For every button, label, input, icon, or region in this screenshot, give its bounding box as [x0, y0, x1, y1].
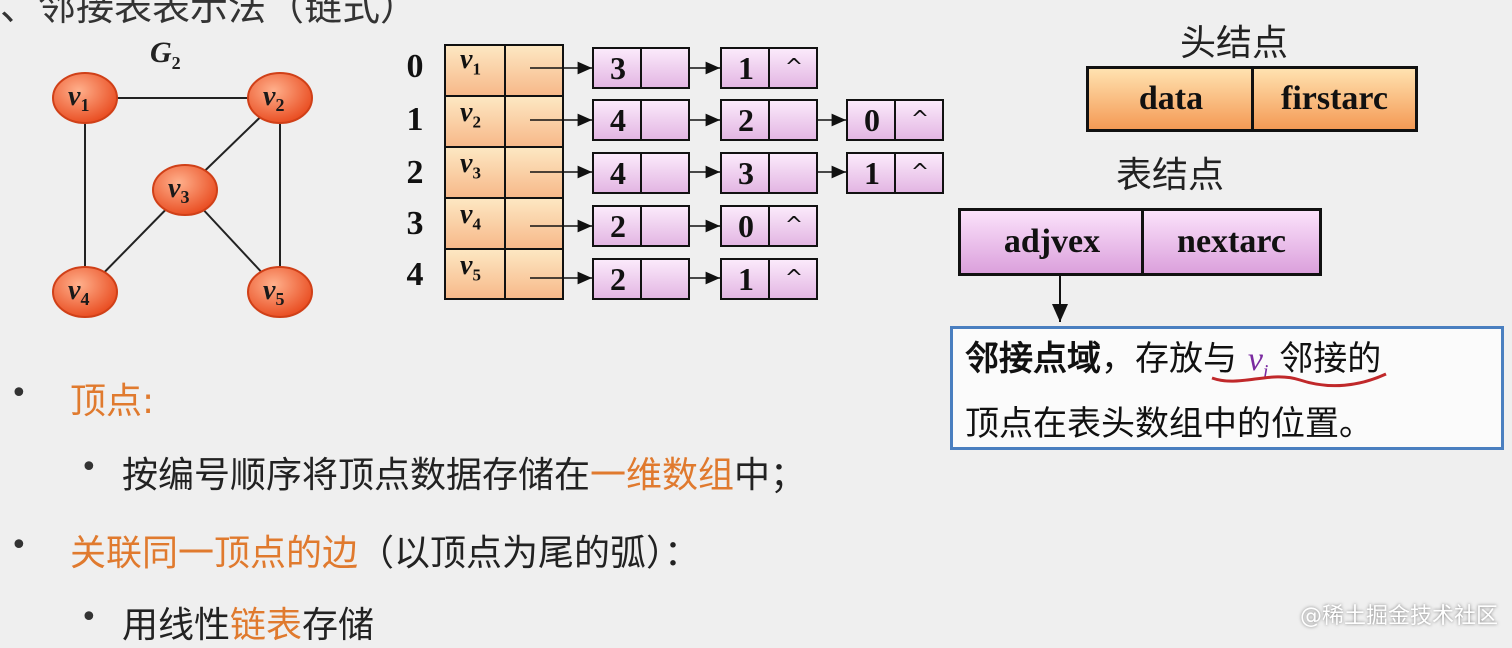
null-marker: ^	[784, 55, 804, 80]
bullet-dot: •	[10, 528, 28, 563]
firstarc-cell-3	[504, 197, 564, 250]
graph-node-v4: v4	[52, 266, 118, 318]
watermark: @稀土掘金技术社区	[1300, 604, 1499, 629]
vertex-label-4: v5	[460, 250, 481, 285]
index-1: 1	[406, 101, 424, 138]
bullet-1-label: 顶点:	[70, 381, 155, 422]
null-marker: ^	[784, 213, 804, 238]
graph-node-v3: v3	[152, 164, 218, 216]
graph-node-v5: v5	[247, 266, 313, 318]
graph-name: G2	[150, 36, 181, 73]
graph-g2: v1 v2 v3 v4 v5	[52, 72, 313, 318]
edge-node-2-0: 4	[592, 152, 690, 194]
bullet-1-detail: 按编号顺序将顶点数据存储在一维数组中；	[122, 455, 807, 496]
vertex-cell-3	[444, 197, 506, 250]
svg-text:v1: v1	[68, 81, 89, 115]
vertex-cell-4	[444, 248, 506, 300]
head-node-caption: 头结点	[1180, 23, 1289, 64]
edge-node-3-1: 0^	[720, 205, 818, 247]
index-3: 3	[406, 205, 424, 242]
edge-node-4-0: 2	[592, 258, 690, 300]
head-node-structure: data firstarc	[1086, 66, 1418, 132]
head-field-firstarc: firstarc	[1281, 80, 1388, 117]
svg-text:v4: v4	[68, 275, 89, 309]
bullet-2-label: 关联同一顶点的边（以顶点为尾的弧）：	[70, 533, 701, 574]
svg-text:v3: v3	[168, 173, 189, 207]
index-0: 0	[406, 48, 424, 85]
edge-node-1-0: 4	[592, 99, 690, 141]
edge-node-2-2: 1^	[846, 152, 944, 194]
null-marker: ^	[910, 160, 930, 185]
svg-text:v5: v5	[263, 275, 284, 309]
edge-node-1-1: 2	[720, 99, 818, 141]
vertex-label-3: v4	[460, 199, 481, 234]
graph-node-v1: v1	[52, 72, 118, 124]
bullet-dot: •	[80, 600, 98, 635]
firstarc-cell-0	[504, 44, 564, 97]
null-marker: ^	[784, 266, 804, 291]
edge-field-nextarc: nextarc	[1177, 223, 1286, 260]
bullet-2-detail: 用线性链表存储	[122, 605, 375, 646]
null-marker: ^	[910, 107, 930, 132]
edge-node-0-0: 3	[592, 47, 690, 89]
head-field-data: data	[1138, 80, 1204, 117]
svg-text:v2: v2	[263, 81, 284, 115]
bullet-dot: •	[10, 376, 28, 411]
vertex-label-0: v1	[460, 44, 481, 79]
edge-field-adjvex: adjvex	[1003, 223, 1101, 260]
index-2: 2	[406, 154, 424, 191]
index-4: 4	[406, 256, 424, 293]
graph-node-v2: v2	[247, 72, 313, 124]
adjvex-note: 邻接点域，存放与 vi 邻接的 顶点在表头数组中的位置。	[950, 326, 1504, 450]
edge-node-4-1: 1^	[720, 258, 818, 300]
slide-title: 、邻接表表示法（链式）	[0, 0, 419, 29]
vertex-cell-0	[444, 44, 506, 97]
edge-node-3-0: 2	[592, 205, 690, 247]
edge-node-2-1: 3	[720, 152, 818, 194]
handwritten-underline	[1211, 372, 1387, 388]
edge-divider	[1141, 211, 1144, 273]
vertex-label-2: v3	[460, 148, 481, 183]
edge-node-1-2: 0^	[846, 99, 944, 141]
vertex-label-1: v2	[460, 97, 481, 132]
edge-node-structure: adjvex nextarc	[958, 208, 1322, 276]
head-divider	[1251, 69, 1254, 129]
edge-node-caption: 表结点	[1116, 155, 1225, 196]
edge-node-0-1: 1^	[720, 47, 818, 89]
firstarc-cell-4	[504, 248, 564, 300]
vertex-array	[444, 44, 564, 300]
bullet-dot: •	[80, 450, 98, 485]
